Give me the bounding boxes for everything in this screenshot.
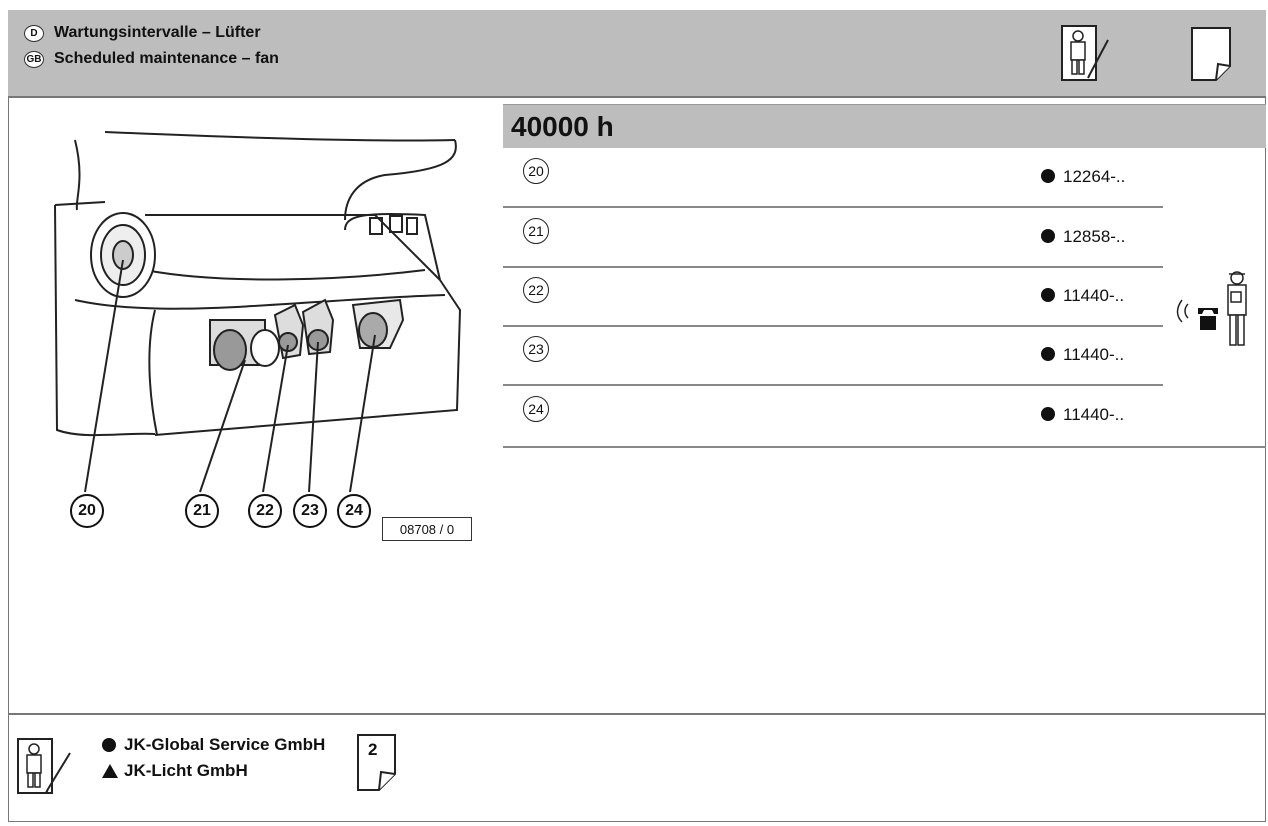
callout-23: 23 bbox=[293, 494, 327, 528]
part-code-text: 12858-.. bbox=[1063, 227, 1126, 246]
blank-page-icon bbox=[1188, 24, 1236, 84]
part-row: 21 12858-.. bbox=[503, 210, 1163, 268]
part-row: 23 11440-.. bbox=[503, 328, 1163, 386]
part-code-text: 11440-.. bbox=[1063, 286, 1125, 305]
part-number: 22 bbox=[523, 277, 549, 303]
bullet-dot-icon bbox=[1041, 347, 1055, 361]
part-number: 24 bbox=[523, 396, 549, 422]
callout-22: 22 bbox=[248, 494, 282, 528]
bullet-dot-icon bbox=[1041, 169, 1055, 183]
bullet-dot-icon bbox=[102, 738, 116, 752]
legend-item: JK-Licht GmbH bbox=[102, 761, 248, 781]
part-code: 11440-.. bbox=[1041, 345, 1124, 365]
page-number: 2 bbox=[368, 740, 378, 759]
part-row: 24 11440-.. bbox=[503, 388, 1163, 446]
technician-writing-icon bbox=[1060, 24, 1112, 84]
callout-20: 20 bbox=[70, 494, 104, 528]
part-number: 21 bbox=[523, 218, 549, 244]
header: D Wartungsintervalle – Lüfter GB Schedul… bbox=[8, 10, 1266, 98]
part-code-text: 11440-.. bbox=[1063, 405, 1125, 424]
phone-technician-icon bbox=[1174, 268, 1260, 352]
fan-illustration bbox=[45, 120, 475, 500]
part-code-text: 11440-.. bbox=[1063, 345, 1125, 364]
legend-text: JK-Licht GmbH bbox=[124, 761, 248, 780]
interval-title: 40000 h bbox=[503, 104, 1266, 148]
bullet-dot-icon bbox=[1041, 288, 1055, 302]
part-code: 12264-.. bbox=[1041, 167, 1125, 187]
callout-24: 24 bbox=[337, 494, 371, 528]
technician-writing-icon bbox=[16, 735, 74, 799]
part-code: 11440-.. bbox=[1041, 286, 1124, 306]
language-badge-de: D bbox=[24, 24, 44, 42]
legend-item: JK-Global Service GmbH bbox=[102, 735, 325, 755]
part-number: 23 bbox=[523, 336, 549, 362]
drawing-reference: 08708 / 0 bbox=[382, 517, 472, 541]
page-number-icon: 2 bbox=[355, 732, 399, 794]
header-title-gb: Scheduled maintenance – fan bbox=[54, 50, 279, 67]
part-row: 20 12264-.. bbox=[503, 150, 1163, 208]
bullet-dot-icon bbox=[1041, 407, 1055, 421]
header-line-de: D Wartungsintervalle – Lüfter bbox=[24, 24, 261, 42]
bullet-dot-icon bbox=[1041, 229, 1055, 243]
part-number: 20 bbox=[523, 158, 549, 184]
triangle-icon bbox=[102, 764, 118, 778]
header-title-de: Wartungsintervalle – Lüfter bbox=[54, 24, 261, 41]
language-badge-gb: GB bbox=[24, 50, 44, 68]
footer: JK-Global Service GmbH JK-Licht GmbH 2 bbox=[8, 713, 1266, 822]
legend-text: JK-Global Service GmbH bbox=[124, 735, 326, 754]
part-code: 11440-.. bbox=[1041, 405, 1124, 425]
callout-21: 21 bbox=[185, 494, 219, 528]
table-divider bbox=[503, 446, 1266, 448]
part-row: 22 11440-.. bbox=[503, 269, 1163, 327]
part-code-text: 12264-.. bbox=[1063, 167, 1126, 186]
part-code: 12858-.. bbox=[1041, 227, 1125, 247]
header-line-gb: GB Scheduled maintenance – fan bbox=[24, 50, 279, 68]
